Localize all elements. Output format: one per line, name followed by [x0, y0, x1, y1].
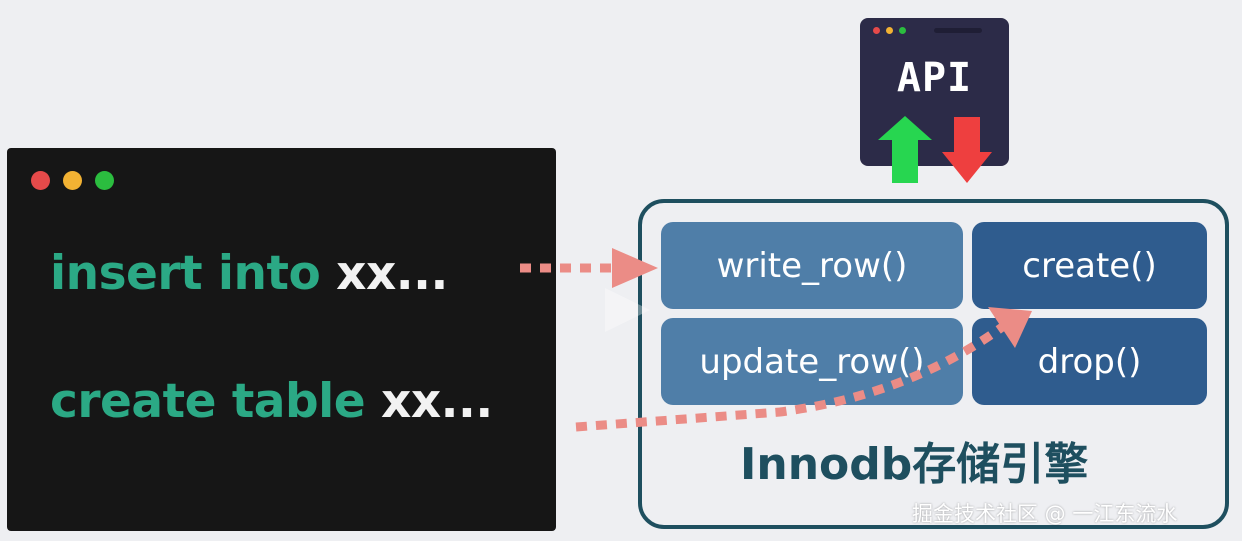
- api-window-dot-red: [873, 27, 880, 34]
- create-function: create(): [972, 222, 1207, 309]
- write-row-function: write_row(): [661, 222, 963, 309]
- create-connector-line: [575, 321, 1008, 432]
- create-keyword: create table: [50, 374, 366, 429]
- watermark: 掘金技术社区 @ 一江东流水: [912, 502, 1178, 526]
- insert-connector-arrowhead: [612, 248, 658, 288]
- api-label: API: [896, 55, 973, 101]
- create-connector-arrowhead: [988, 307, 1032, 348]
- api-down-arrow-icon: [942, 117, 992, 183]
- update-row-function: update_row(): [661, 318, 963, 405]
- engine-title: Innodb存储引擎: [740, 439, 1089, 490]
- code-line-insert: insert into xx...: [50, 250, 448, 297]
- api-window-dot-green: [899, 27, 906, 34]
- insert-keyword: insert into: [50, 246, 321, 301]
- api-window: [860, 18, 1009, 166]
- api-window-dot-yellow: [886, 27, 893, 34]
- api-window-titlebar: [934, 28, 982, 33]
- code-line-create: create table xx...: [50, 378, 493, 425]
- insert-object: xx...: [336, 246, 448, 301]
- create-object: xx...: [381, 374, 493, 429]
- window-maximize-dot: [95, 171, 114, 190]
- code-panel: [7, 148, 556, 531]
- window-close-dot: [31, 171, 50, 190]
- play-icon: [605, 288, 650, 332]
- innodb-engine-box: [638, 199, 1229, 529]
- api-up-arrow-icon: [878, 116, 932, 183]
- window-minimize-dot: [63, 171, 82, 190]
